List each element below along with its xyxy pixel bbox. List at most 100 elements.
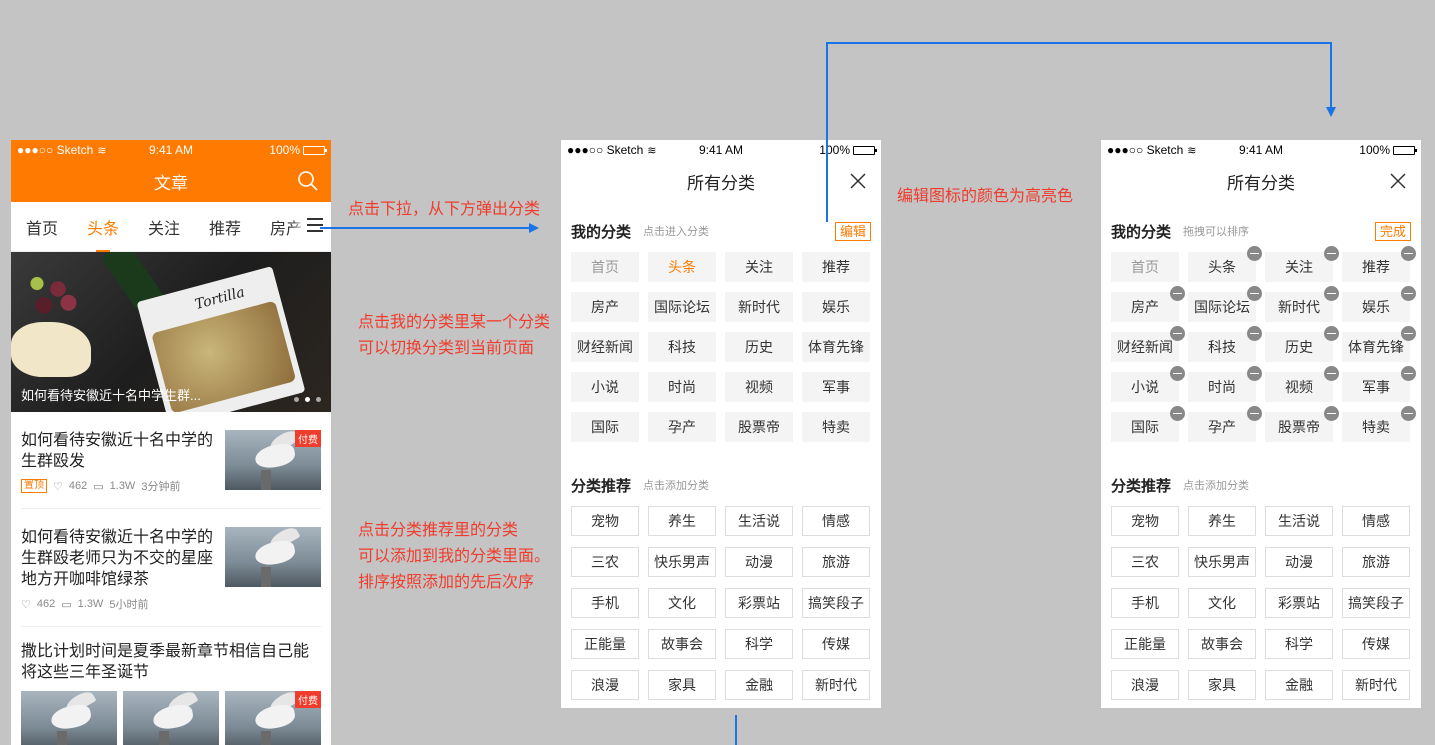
edit-button[interactable]: 编辑 xyxy=(834,221,871,241)
remove-icon[interactable] xyxy=(1170,366,1185,381)
category-chip[interactable]: 故事会 xyxy=(648,629,716,659)
category-chip[interactable]: 家具 xyxy=(648,670,716,700)
category-chip[interactable]: 宠物 xyxy=(1111,506,1179,536)
remove-icon[interactable] xyxy=(1401,326,1416,341)
category-chip[interactable]: 视频 xyxy=(725,372,793,402)
remove-icon[interactable] xyxy=(1170,286,1185,301)
category-chip[interactable]: 推荐 xyxy=(1342,246,1416,282)
category-chip[interactable]: 情感 xyxy=(1342,506,1410,536)
category-chip[interactable]: 特卖 xyxy=(802,412,870,442)
category-chip[interactable]: 房产 xyxy=(1111,286,1185,322)
category-chip[interactable]: 情感 xyxy=(802,506,870,536)
category-chip[interactable]: 股票帝 xyxy=(725,412,793,442)
remove-icon[interactable] xyxy=(1247,406,1262,421)
category-chip[interactable]: 三农 xyxy=(1111,547,1179,577)
category-chip[interactable]: 新时代 xyxy=(1265,286,1339,322)
banner-carousel[interactable]: Tortilla 如何看待安徽近十名中学生群... xyxy=(11,252,331,412)
category-chip[interactable]: 新时代 xyxy=(1342,670,1410,700)
category-chip[interactable]: 养生 xyxy=(648,506,716,536)
category-chip[interactable]: 历史 xyxy=(725,332,793,362)
remove-icon[interactable] xyxy=(1324,326,1339,341)
category-chip[interactable]: 首页 xyxy=(571,252,639,282)
remove-icon[interactable] xyxy=(1170,326,1185,341)
category-chip[interactable]: 生活说 xyxy=(1265,506,1333,536)
list-item[interactable]: 如何看待安徽近十名中学的生群殴老师只为不交的星座地方开咖啡馆绿茶 ♡462 ▭1… xyxy=(21,509,321,627)
remove-icon[interactable] xyxy=(1324,246,1339,261)
category-chip[interactable]: 文化 xyxy=(648,588,716,618)
tab-property[interactable]: 房产 xyxy=(270,220,303,238)
category-chip[interactable]: 国际论坛 xyxy=(1188,286,1262,322)
remove-icon[interactable] xyxy=(1324,406,1339,421)
category-chip[interactable]: 关注 xyxy=(1265,246,1339,282)
category-chip[interactable]: 动漫 xyxy=(1265,547,1333,577)
category-chip[interactable]: 传媒 xyxy=(1342,629,1410,659)
category-chip[interactable]: 金融 xyxy=(725,670,793,700)
category-chip[interactable]: 特卖 xyxy=(1342,406,1416,442)
remove-icon[interactable] xyxy=(1401,406,1416,421)
menu-icon[interactable] xyxy=(307,218,323,234)
category-chip[interactable]: 旅游 xyxy=(802,547,870,577)
search-icon[interactable] xyxy=(297,170,319,192)
category-chip[interactable]: 股票帝 xyxy=(1265,406,1339,442)
category-chip[interactable]: 科技 xyxy=(648,332,716,362)
close-icon[interactable] xyxy=(849,172,867,190)
category-chip[interactable]: 娱乐 xyxy=(1342,286,1416,322)
category-chip[interactable]: 动漫 xyxy=(725,547,793,577)
category-chip[interactable]: 娱乐 xyxy=(802,292,870,322)
list-item[interactable]: 撒比计划时间是夏季最新章节相信自己能将这些三年圣诞节 付费 xyxy=(21,627,321,745)
remove-icon[interactable] xyxy=(1324,286,1339,301)
category-chip[interactable]: 浪漫 xyxy=(571,670,639,700)
tab-home[interactable]: 首页 xyxy=(26,220,59,238)
remove-icon[interactable] xyxy=(1247,286,1262,301)
category-chip[interactable]: 视频 xyxy=(1265,366,1339,402)
done-button[interactable]: 完成 xyxy=(1374,221,1411,241)
category-chip[interactable]: 新时代 xyxy=(802,670,870,700)
category-chip[interactable]: 体育先锋 xyxy=(802,332,870,362)
category-chip[interactable]: 文化 xyxy=(1188,588,1256,618)
category-chip[interactable]: 国际论坛 xyxy=(648,292,716,322)
remove-icon[interactable] xyxy=(1324,366,1339,381)
category-chip[interactable]: 财经新闻 xyxy=(571,332,639,362)
category-chip[interactable]: 孕产 xyxy=(1188,406,1262,442)
remove-icon[interactable] xyxy=(1401,246,1416,261)
tab-recommend[interactable]: 推荐 xyxy=(209,220,242,238)
remove-icon[interactable] xyxy=(1170,406,1185,421)
category-chip[interactable]: 时尚 xyxy=(1188,366,1262,402)
category-chip[interactable]: 孕产 xyxy=(648,412,716,442)
category-chip[interactable]: 关注 xyxy=(725,252,793,282)
category-chip[interactable]: 国际 xyxy=(571,412,639,442)
category-chip[interactable]: 科技 xyxy=(1188,326,1262,362)
tab-follow[interactable]: 关注 xyxy=(148,220,181,238)
category-chip[interactable]: 手机 xyxy=(571,588,639,618)
category-chip[interactable]: 浪漫 xyxy=(1111,670,1179,700)
remove-icon[interactable] xyxy=(1247,246,1262,261)
category-chip[interactable]: 头条 xyxy=(648,252,716,282)
category-chip[interactable]: 小说 xyxy=(1111,366,1185,402)
remove-icon[interactable] xyxy=(1401,286,1416,301)
remove-icon[interactable] xyxy=(1247,326,1262,341)
category-chip[interactable]: 宠物 xyxy=(571,506,639,536)
category-chip[interactable]: 三农 xyxy=(571,547,639,577)
category-chip[interactable]: 搞笑段子 xyxy=(802,588,870,618)
category-chip[interactable]: 故事会 xyxy=(1188,629,1256,659)
category-chip[interactable]: 房产 xyxy=(571,292,639,322)
category-chip[interactable]: 正能量 xyxy=(1111,629,1179,659)
category-chip[interactable]: 历史 xyxy=(1265,326,1339,362)
category-chip[interactable]: 快乐男声 xyxy=(1188,547,1256,577)
category-chip[interactable]: 头条 xyxy=(1188,246,1262,282)
category-chip[interactable]: 快乐男声 xyxy=(648,547,716,577)
category-chip[interactable]: 彩票站 xyxy=(1265,588,1333,618)
category-chip[interactable]: 新时代 xyxy=(725,292,793,322)
category-chip[interactable]: 正能量 xyxy=(571,629,639,659)
category-chip[interactable]: 科学 xyxy=(1265,629,1333,659)
category-chip[interactable]: 金融 xyxy=(1265,670,1333,700)
remove-icon[interactable] xyxy=(1247,366,1262,381)
category-chip[interactable]: 养生 xyxy=(1188,506,1256,536)
category-chip[interactable]: 推荐 xyxy=(802,252,870,282)
category-chip[interactable]: 家具 xyxy=(1188,670,1256,700)
category-chip[interactable]: 财经新闻 xyxy=(1111,326,1185,362)
category-chip[interactable]: 军事 xyxy=(802,372,870,402)
tab-headlines[interactable]: 头条 xyxy=(87,215,148,252)
category-chip[interactable]: 军事 xyxy=(1342,366,1416,402)
category-chip[interactable]: 彩票站 xyxy=(725,588,793,618)
